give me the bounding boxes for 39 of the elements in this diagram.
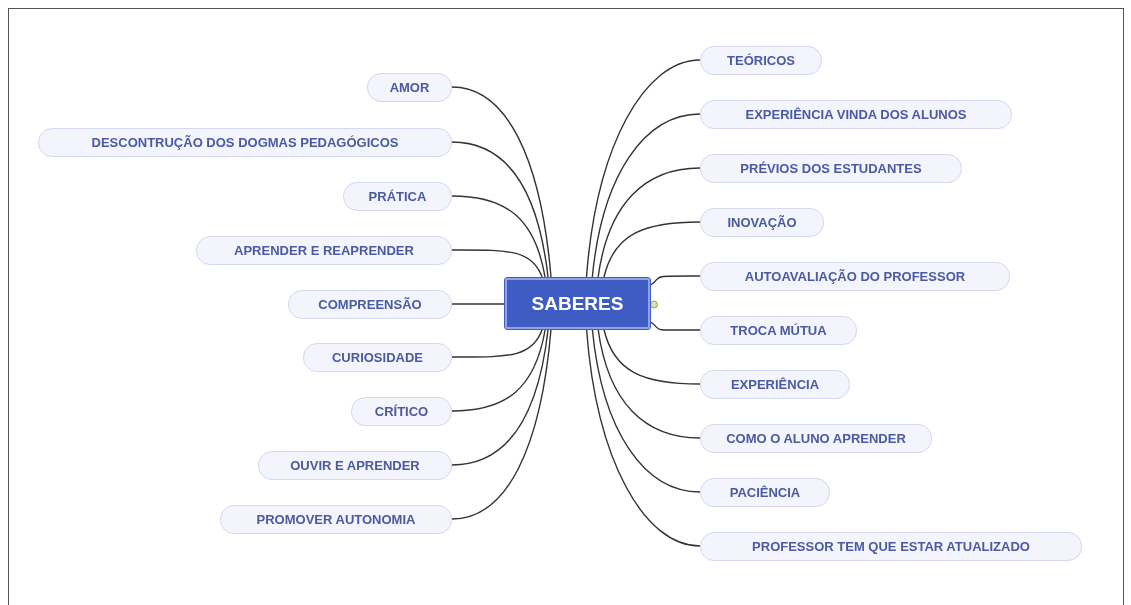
topic-pill: CRÍTICO (351, 396, 452, 426)
branch-line (451, 141, 549, 279)
topic-pill: DESCONTRUÇÃO DOS DOGMAS PEDAGÓGICOS (38, 127, 452, 157)
topic-pill: COMPREENSÃO (288, 289, 452, 319)
branch-line (451, 195, 546, 279)
topic-pill: EXPERIÊNCIA VINDA DOS ALUNOS (700, 99, 1012, 129)
branch-line (451, 328, 544, 358)
branch-line (585, 59, 701, 279)
topic-pill: PRÁTICA (343, 181, 452, 211)
topic-pill: AUTOAVALIAÇÃO DO PROFESSOR (700, 261, 1010, 291)
topic-pill: TEÓRICOS (700, 45, 822, 75)
central-topic: SABERES (505, 278, 650, 329)
branch-line (597, 167, 701, 279)
topic-pill: PRÉVIOS DOS ESTUDANTES (700, 153, 962, 183)
topic-pill: AMOR (367, 72, 452, 102)
branch-line (451, 86, 552, 279)
branch-line (649, 275, 701, 287)
branch-line (603, 221, 701, 279)
branch-line (451, 303, 506, 305)
branch-line (597, 328, 701, 439)
branch-line (451, 249, 544, 279)
topic-pill: PACIÊNCIA (700, 477, 830, 507)
topic-pill: COMO O ALUNO APRENDER (700, 423, 932, 453)
topic-pill: EXPERIÊNCIA (700, 369, 850, 399)
branch-line (649, 320, 701, 331)
topic-pill: CURIOSIDADE (303, 342, 452, 372)
branch-line (451, 328, 552, 520)
branch-line (603, 328, 701, 385)
topic-pill: PROFESSOR TEM QUE ESTAR ATUALIZADO (700, 531, 1082, 561)
topic-pill: TROCA MÚTUA (700, 315, 857, 345)
branch-line (585, 328, 701, 547)
topic-pill: OUVIR E APRENDER (258, 450, 452, 480)
branch-line (591, 328, 701, 493)
branch-line (451, 328, 546, 412)
topic-pill: INOVAÇÃO (700, 207, 824, 237)
topic-pill: PROMOVER AUTONOMIA (220, 504, 452, 534)
branch-line (451, 328, 549, 466)
branch-line (591, 113, 701, 279)
topic-pill: APRENDER E REAPRENDER (196, 235, 452, 265)
